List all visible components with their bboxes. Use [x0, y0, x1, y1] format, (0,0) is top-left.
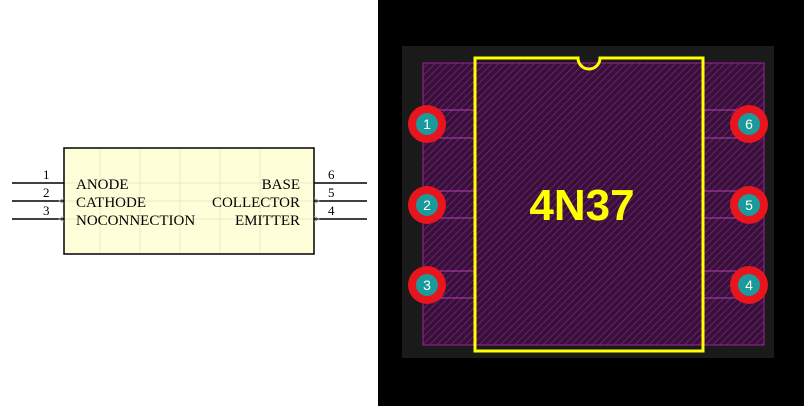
pin-number-3: 3 — [43, 203, 50, 218]
pad-3-label: 3 — [423, 277, 431, 293]
pin-label-emitter: EMITTER — [235, 213, 300, 229]
pad-1[interactable]: 1 — [408, 105, 446, 143]
pad-leads — [438, 109, 738, 299]
pin-number-6: 6 — [328, 167, 335, 182]
pad-5-label: 5 — [745, 197, 753, 213]
body-faint-grid — [65, 149, 313, 253]
left-pin-lines — [12, 182, 64, 220]
pad-3[interactable]: 3 — [408, 266, 446, 304]
pin-label-anode: ANODE — [76, 177, 129, 193]
pin-number-2: 2 — [43, 185, 50, 200]
pad-6-label: 6 — [745, 116, 753, 132]
pcb-footprint: 4N37 1 2 3 6 5 4 — [378, 0, 804, 406]
pin-markers — [58, 197, 320, 223]
pad-4-label: 4 — [745, 277, 753, 293]
pin-label-noconnection: NOCONNECTION — [76, 213, 195, 229]
pin-label-cathode: CATHODE — [76, 195, 146, 211]
part-name: 4N37 — [529, 181, 634, 230]
right-pin-lines — [314, 182, 367, 220]
pad-6[interactable]: 6 — [730, 105, 768, 143]
pin-number-5: 5 — [328, 185, 335, 200]
silkscreen-outline — [473, 56, 705, 353]
pad-4[interactable]: 4 — [730, 266, 768, 304]
pad-5[interactable]: 5 — [730, 186, 768, 224]
pin-label-collector: COLLECTOR — [212, 195, 300, 211]
pin-number-4: 4 — [328, 203, 335, 218]
pad-2[interactable]: 2 — [408, 186, 446, 224]
pin-label-base: BASE — [262, 177, 300, 193]
pad-1-label: 1 — [423, 116, 431, 132]
pad-2-label: 2 — [423, 197, 431, 213]
pin-number-1: 1 — [43, 167, 50, 182]
schematic-symbol: 1 2 3 6 5 4 ANODE CATHODE NOCONNECTION B… — [0, 0, 378, 406]
